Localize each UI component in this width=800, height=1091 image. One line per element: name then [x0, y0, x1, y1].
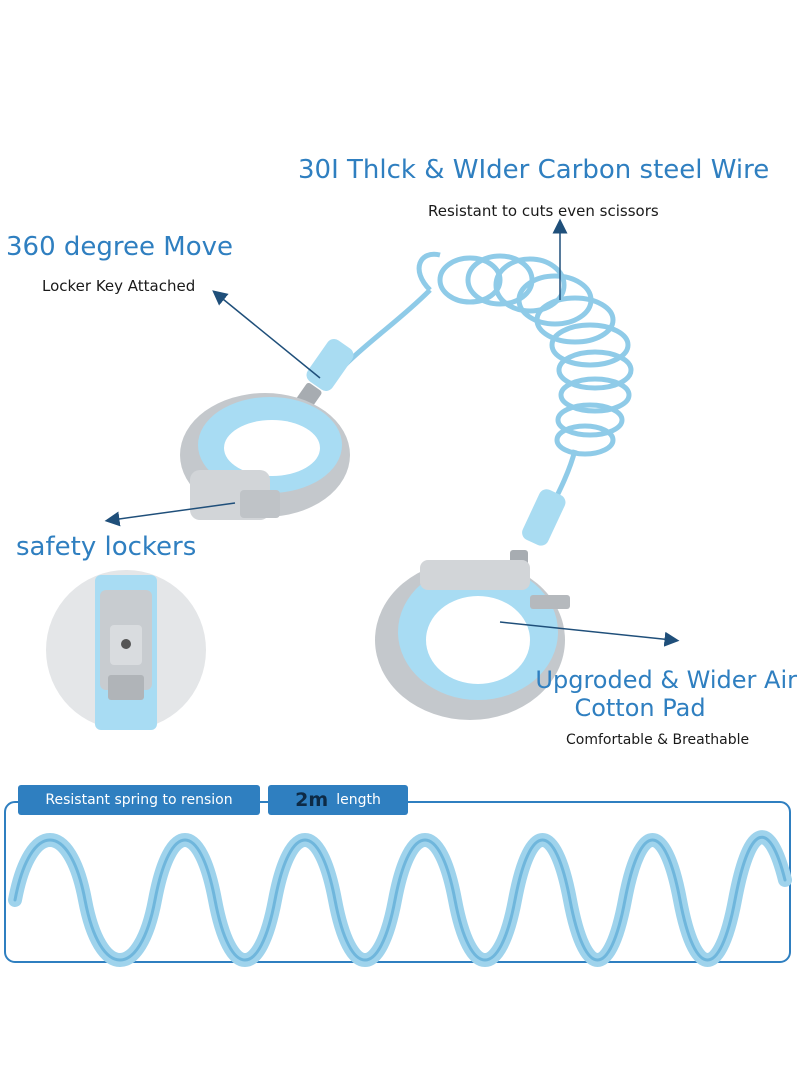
coiled-leash	[343, 251, 634, 512]
length-label: length	[336, 792, 381, 808]
arrow-lockers	[104, 502, 236, 527]
stretched-spring	[8, 830, 792, 967]
swivel-connector-left	[296, 339, 354, 409]
pad-title-line1: Upgroded & Wider Air	[535, 666, 797, 694]
length-tag: 2m length	[268, 785, 408, 815]
wrist-strap-right	[375, 560, 570, 720]
spring-label-tag: Resistant spring to rension	[18, 785, 260, 815]
swivel-connector-right	[510, 489, 566, 572]
move-title: 360 degree Move	[6, 232, 233, 262]
length-value: 2m	[295, 789, 329, 811]
wire-subtitle: Resistant to cuts even scissors	[428, 202, 659, 220]
arrow-pad	[499, 621, 680, 647]
pad-subtitle: Comfortable & Breathable	[566, 732, 750, 748]
arrow-move	[212, 290, 321, 379]
spring-label: Resistant spring to rension	[45, 792, 233, 808]
safety-locker-closeup	[46, 570, 206, 730]
pad-title-line2: Cotton Pad	[574, 694, 706, 722]
lockers-title: safety lockers	[16, 532, 197, 562]
wrist-strap-left	[180, 393, 350, 520]
move-subtitle: Locker Key Attached	[42, 277, 196, 295]
wire-title: 30I Thlck & WIder Carbon steel Wire	[298, 155, 770, 185]
